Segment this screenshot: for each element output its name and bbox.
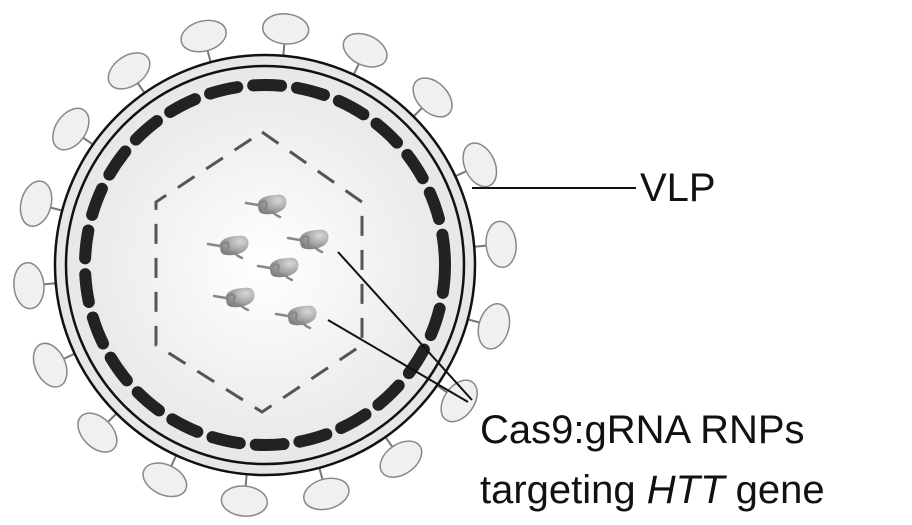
rnp-label-suffix: gene — [724, 468, 825, 512]
capsid-shell-dashed — [79, 79, 451, 451]
rnp-leader-line-1 — [337, 251, 473, 401]
rnp-leader-line-2 — [327, 319, 469, 403]
rnp-label-line1: Cas9:gRNA RNPs — [480, 408, 805, 452]
cas9-rnp — [244, 194, 287, 219]
cas9-rnp — [212, 287, 255, 312]
rnp-label-line2: targeting HTT gene — [480, 470, 825, 510]
spike — [379, 436, 423, 478]
spike — [19, 180, 63, 227]
cas9-rnp — [286, 229, 329, 254]
spike — [474, 220, 517, 269]
spike — [342, 32, 388, 76]
core-hexagon-dashed — [154, 130, 364, 414]
rnp-label-prefix: targeting — [480, 468, 647, 512]
spike — [107, 52, 151, 94]
spike — [220, 474, 269, 517]
spike — [303, 467, 350, 511]
spike — [454, 142, 498, 188]
spike — [32, 342, 76, 388]
outer-membrane — [53, 53, 477, 477]
spike — [77, 412, 118, 453]
envelope-spikes — [13, 13, 517, 517]
spike — [180, 19, 227, 63]
gene-name: HTT — [646, 468, 725, 512]
rnp-group — [206, 194, 329, 330]
spike — [52, 107, 94, 151]
cas9-rnp — [256, 257, 299, 282]
vlp-label: VLP — [640, 166, 716, 210]
spike — [412, 77, 453, 118]
cas9-rnp — [274, 305, 317, 330]
spike — [261, 13, 310, 56]
spike — [467, 303, 511, 350]
spike — [13, 261, 56, 310]
inner-membrane — [64, 64, 466, 466]
cas9-rnp — [206, 235, 249, 260]
spike — [142, 454, 188, 498]
